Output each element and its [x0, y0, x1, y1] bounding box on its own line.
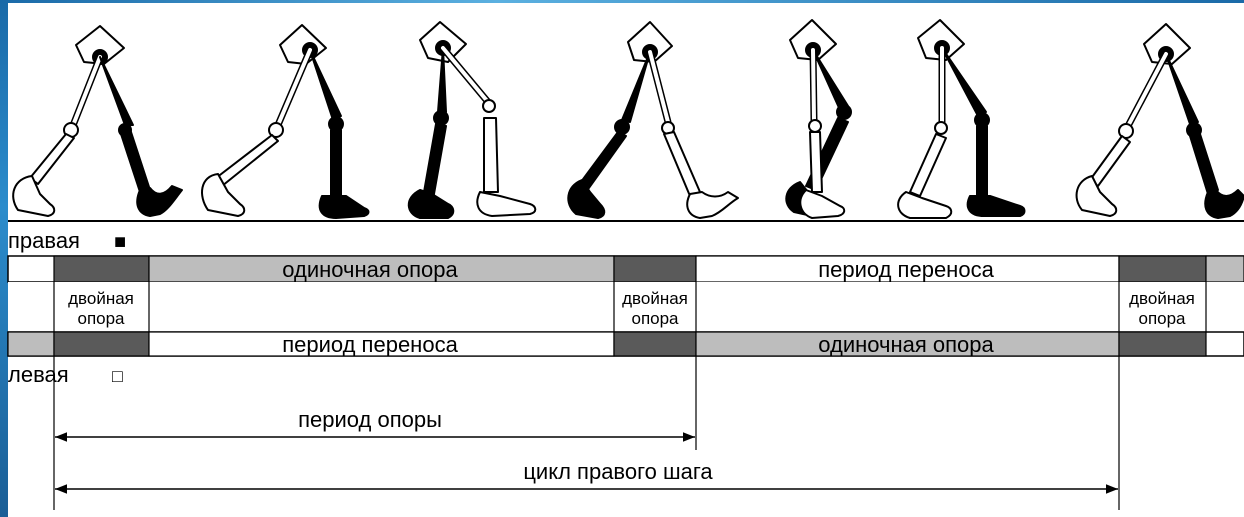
double-support-segment-2 — [614, 256, 696, 282]
double-support-segment-left-3 — [1119, 332, 1206, 356]
double-support-segment-3 — [1119, 256, 1206, 282]
left-leg-bar: период переноса одиночная опора — [8, 332, 1244, 357]
gait-figure-7 — [1077, 24, 1244, 218]
gait-figure-3 — [409, 22, 536, 218]
single-support-segment-right-end — [1206, 256, 1244, 282]
gait-figure-6 — [898, 20, 1024, 218]
single-support-segment-left-start — [8, 332, 54, 356]
double-support-label-1-line2: опора — [77, 309, 125, 328]
right-leg-bar: одиночная опора период переноса — [8, 256, 1244, 282]
left-swing-period-label: период переноса — [282, 332, 458, 357]
right-leg-marker: ■ — [114, 231, 126, 253]
right-step-cycle-label: цикл правого шага — [523, 459, 713, 484]
gait-figure-2 — [202, 25, 368, 218]
double-support-label-1-line1: двойная — [68, 289, 134, 308]
gait-figure-4 — [568, 22, 738, 218]
double-support-label-2-line1: двойная — [622, 289, 688, 308]
left-leg-label: левая — [8, 362, 69, 387]
right-leg-label: правая — [8, 228, 80, 253]
double-support-segment-left-2 — [614, 332, 696, 356]
leg-figures — [13, 20, 1244, 218]
right-single-support-label: одиночная опора — [282, 257, 458, 282]
double-support-labels: двойная опора двойная опора двойная опор… — [8, 282, 1244, 332]
gait-figure-5 — [786, 20, 851, 218]
double-support-label-2-line2: опора — [631, 309, 679, 328]
double-support-label-3-line2: опора — [1138, 309, 1186, 328]
stance-period-label: период опоры — [298, 407, 442, 432]
double-support-segment-1 — [54, 256, 149, 282]
left-single-support-label: одиночная опора — [818, 332, 994, 357]
left-leg-marker: □ — [112, 366, 123, 386]
double-support-segment-left-1 — [54, 332, 149, 356]
period-brackets: период опоры цикл правого шага — [54, 356, 1119, 510]
right-swing-period-label: период переноса — [818, 257, 994, 282]
gait-figure-1 — [13, 26, 182, 216]
double-support-label-3-line1: двойная — [1129, 289, 1195, 308]
